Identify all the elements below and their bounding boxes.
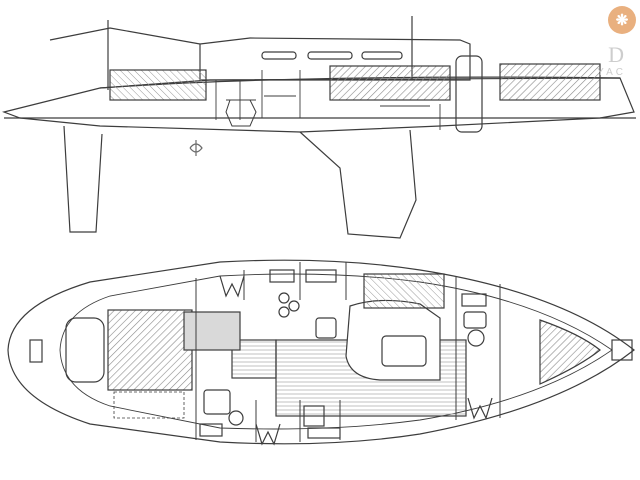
keel (299, 129, 417, 239)
hull-plan-outline (7, 259, 635, 445)
port-window-1 (261, 51, 297, 60)
aft-deck-dashed (113, 391, 185, 419)
fwd-head-sink (463, 311, 487, 329)
port-window-3 (361, 51, 403, 60)
side-profile-view (1, 16, 636, 239)
nav-station (303, 405, 325, 427)
locker-1 (269, 269, 295, 283)
fwd-settee-hatched (363, 273, 445, 309)
fwd-head-toilet (467, 329, 485, 347)
locker-2 (305, 269, 337, 283)
wardrobe-door-fwd (467, 397, 493, 420)
brand-logo-badge: ❋ (608, 6, 636, 34)
stove-burner-2 (288, 300, 300, 312)
bulkheads (195, 262, 501, 442)
brand-watermark: D YAC (556, 44, 626, 84)
watermark-line-1: D (608, 42, 626, 67)
locker-3 (461, 293, 487, 307)
aft-berth-hatched (109, 69, 207, 101)
propeller (189, 140, 203, 156)
port-window-2 (307, 51, 353, 60)
bow-anchor-locker (611, 339, 633, 361)
sink (315, 317, 337, 339)
swim-ladder (29, 339, 43, 363)
fwd-berth-plan (539, 319, 601, 385)
aft-berth-plan (107, 309, 193, 391)
locker-4 (199, 423, 223, 437)
aft-head-sink (203, 389, 231, 415)
bow-pulpit (49, 27, 201, 45)
wardrobe-door-aft (219, 275, 245, 298)
salon-table (381, 335, 427, 367)
aft-cockpit (65, 317, 105, 383)
stove-burner-3 (278, 306, 290, 318)
deck-plan-view (7, 259, 635, 446)
galley-counter (183, 311, 241, 351)
locker-5 (307, 427, 341, 439)
stove-burner-1 (278, 292, 290, 304)
salon-hatched (329, 65, 451, 101)
brand-logo-icon: ❋ (615, 12, 629, 29)
hull-profile (1, 77, 635, 133)
rudder (63, 125, 103, 233)
aft-head-toilet (228, 410, 244, 426)
door-hatch (455, 55, 483, 133)
wardrobe-door-head (255, 423, 281, 446)
engine-block (225, 99, 257, 127)
watermark-line-2: YAC (597, 67, 626, 78)
